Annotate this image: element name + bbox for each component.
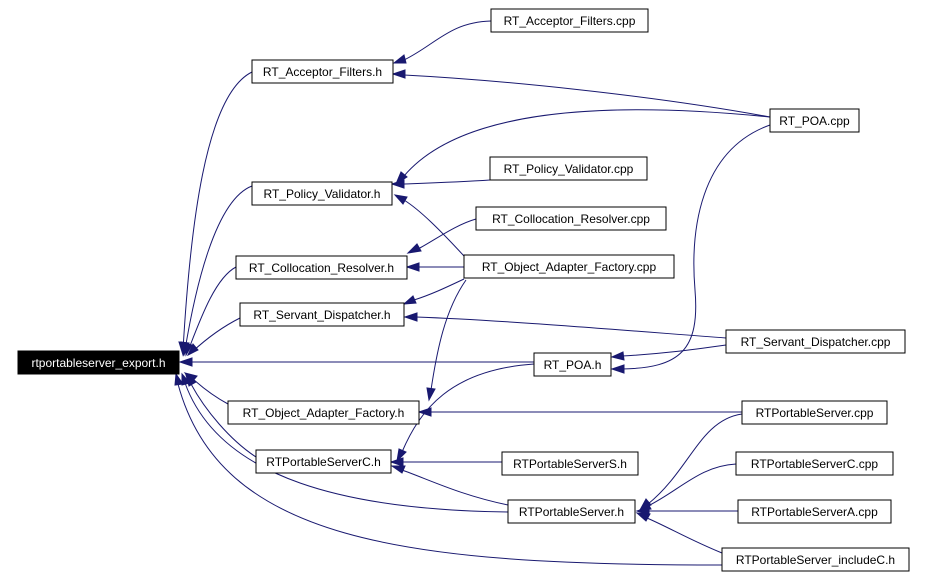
svg-text:RTPortableServer_includeC.h: RTPortableServer_includeC.h <box>736 553 895 567</box>
node-rtportableserver-cpp[interactable]: RTPortableServer.cpp <box>741 400 888 425</box>
edge-rtps-cpp-to-oaf-h <box>417 407 742 417</box>
svg-text:RT_Object_Adapter_Factory.h: RT_Object_Adapter_Factory.h <box>243 406 405 420</box>
edge-poa-cpp-to-acceptor-h <box>391 69 771 118</box>
node-rt-object-adapter-factory-cpp[interactable]: RT_Object_Adapter_Factory.cpp <box>463 254 675 279</box>
node-rt-collocation-resolver-h[interactable]: RT_Collocation_Resolver.h <box>235 255 408 280</box>
node-rt-acceptor-filters-cpp[interactable]: RT_Acceptor_Filters.cpp <box>490 8 649 33</box>
node-rt-poa-h[interactable]: RT_POA.h <box>533 352 612 377</box>
edge-servant-cpp-to-poa-h <box>610 344 727 361</box>
svg-text:RTPortableServer.cpp: RTPortableServer.cpp <box>756 406 874 420</box>
edge-rtpsc-cpp-to-rtps-h <box>637 463 737 512</box>
edge-rtpsa-cpp-to-rtps-h <box>635 506 738 516</box>
svg-text:RT_Acceptor_Filters.cpp: RT_Acceptor_Filters.cpp <box>504 14 636 28</box>
svg-text:RT_Collocation_Resolver.h: RT_Collocation_Resolver.h <box>249 261 394 275</box>
node-rtportableserver-h[interactable]: RTPortableServer.h <box>507 499 636 524</box>
edge-include-c-h-to-root <box>174 372 723 566</box>
node-rt-servant-dispatcher-cpp[interactable]: RT_Servant_Dispatcher.cpp <box>725 329 906 354</box>
svg-text:RTPortableServer.h: RTPortableServer.h <box>519 505 624 519</box>
node-rt-servant-dispatcher-h[interactable]: RT_Servant_Dispatcher.h <box>239 302 405 327</box>
node-rtportableserver-export-h[interactable]: rtportableserver_export.h <box>17 350 180 375</box>
node-rt-poa-cpp[interactable]: RT_POA.cpp <box>769 108 860 133</box>
edge-oaf-cpp-to-colloc-h <box>405 262 464 272</box>
edge-oaf-cpp-to-servant-h <box>402 278 465 305</box>
edge-oaf-cpp-to-policy-h <box>393 194 465 257</box>
edge-oaf-cpp-to-oaf-h <box>426 279 467 402</box>
edge-rtps-h-to-root <box>181 372 509 513</box>
node-rtportableserverc-cpp[interactable]: RTPortableServerC.cpp <box>735 451 894 476</box>
edge-oaf-h-to-root <box>183 372 229 405</box>
svg-text:rtportableserver_export.h: rtportableserver_export.h <box>31 356 165 370</box>
edge-rtps-h-to-rtpsc-h <box>390 465 509 506</box>
node-rt-policy-validator-h[interactable]: RT_Policy_Validator.h <box>251 181 393 206</box>
edge-servant-cpp-to-servant-h <box>403 312 727 339</box>
edge-poa-h-to-root <box>178 357 534 367</box>
node-rtportableservera-cpp[interactable]: RTPortableServerA.cpp <box>737 499 892 524</box>
svg-text:RT_Policy_Validator.h: RT_Policy_Validator.h <box>264 187 381 201</box>
node-rt-acceptor-filters-h[interactable]: RT_Acceptor_Filters.h <box>251 59 394 84</box>
svg-text:RT_POA.h: RT_POA.h <box>544 358 602 372</box>
edge-colloc-cpp-to-colloc-h <box>406 218 477 254</box>
edge-poa-cpp-to-poa-h <box>610 124 771 374</box>
node-rtportableservers-h[interactable]: RTPortableServerS.h <box>501 451 639 476</box>
svg-text:RTPortableServerC.h: RTPortableServerC.h <box>266 455 381 469</box>
svg-text:RT_Acceptor_Filters.h: RT_Acceptor_Filters.h <box>263 65 382 79</box>
edge-colloc-h-to-root <box>184 266 237 357</box>
svg-text:RT_POA.cpp: RT_POA.cpp <box>779 114 850 128</box>
svg-text:RT_Policy_Validator.cpp: RT_Policy_Validator.cpp <box>504 162 634 176</box>
edge-servant-h-to-root <box>186 317 241 357</box>
node-rtportableserver-includec-h[interactable]: RTPortableServer_includeC.h <box>721 547 910 572</box>
edge-policy-cpp-to-policy-h <box>390 179 491 189</box>
node-rtportableserverc-h[interactable]: RTPortableServerC.h <box>255 449 392 474</box>
node-rt-policy-validator-cpp[interactable]: RT_Policy_Validator.cpp <box>489 156 648 181</box>
svg-text:RTPortableServerA.cpp: RTPortableServerA.cpp <box>751 505 878 519</box>
edge-acceptor-cpp-to-acceptor-h <box>392 20 492 64</box>
edge-include-c-h-to-rtps-h <box>635 512 723 554</box>
nodes: rtportableserver_export.h RT_Acceptor_Fi… <box>17 8 910 572</box>
svg-text:RT_Servant_Dispatcher.h: RT_Servant_Dispatcher.h <box>253 308 390 322</box>
svg-text:RT_Collocation_Resolver.cpp: RT_Collocation_Resolver.cpp <box>492 212 650 226</box>
edge-rtpss-h-to-rtpsc-h <box>389 457 502 467</box>
svg-text:RT_Object_Adapter_Factory.cpp: RT_Object_Adapter_Factory.cpp <box>482 260 657 274</box>
edge-poa-h-to-rtpsc-h <box>396 363 535 463</box>
edges <box>174 20 771 566</box>
svg-text:RTPortableServerC.cpp: RTPortableServerC.cpp <box>751 457 878 471</box>
node-rt-collocation-resolver-cpp[interactable]: RT_Collocation_Resolver.cpp <box>475 206 667 231</box>
svg-text:RT_Servant_Dispatcher.cpp: RT_Servant_Dispatcher.cpp <box>741 335 891 349</box>
svg-text:RTPortableServerS.h: RTPortableServerS.h <box>513 457 627 471</box>
node-rt-object-adapter-factory-h[interactable]: RT_Object_Adapter_Factory.h <box>227 400 420 425</box>
edge-rtps-cpp-to-rtps-h <box>638 413 743 512</box>
